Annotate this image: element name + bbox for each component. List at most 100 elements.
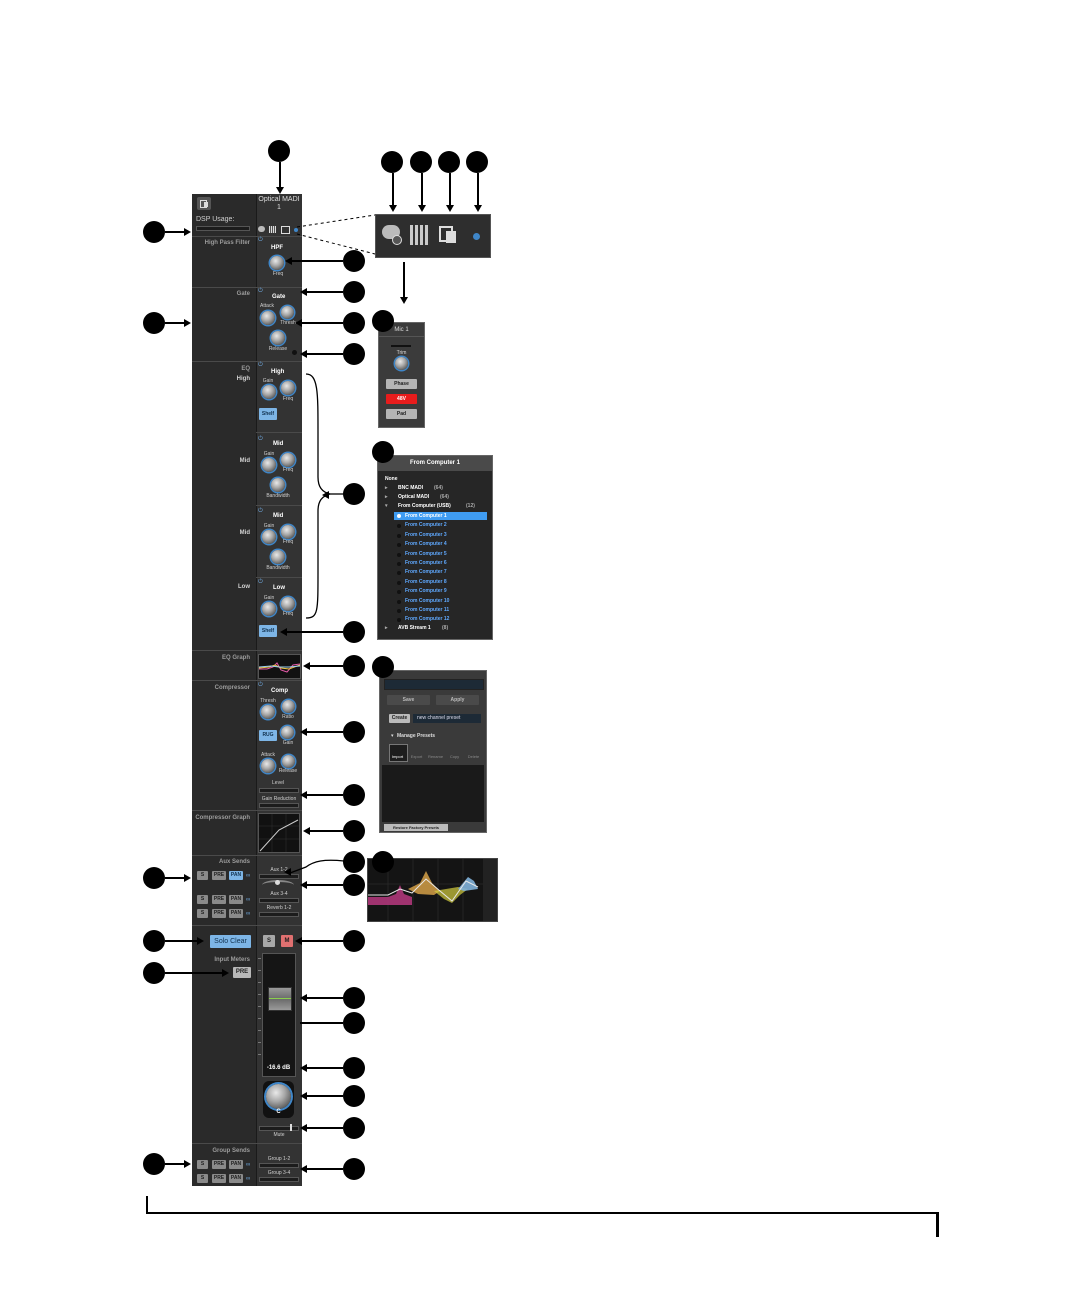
route-group-bnc-madi[interactable]: BNC MADI: [398, 485, 423, 491]
preset-rename-label[interactable]: Rename: [427, 754, 444, 759]
eq-high-freq-knob[interactable]: [281, 381, 295, 395]
routing-grid-icon[interactable]: [410, 225, 430, 245]
aux1-pan-handle[interactable]: [275, 880, 280, 885]
aux3-s-button[interactable]: S: [197, 909, 208, 918]
eq-low-freq-knob[interactable]: [281, 597, 295, 611]
route-item[interactable]: From Computer 8: [405, 578, 447, 585]
comp-attack-knob[interactable]: [261, 759, 275, 773]
manage-presets-label[interactable]: Manage Presets: [397, 733, 436, 739]
route-item-radio[interactable]: [397, 571, 401, 576]
route-item[interactable]: From Computer 4: [405, 541, 447, 548]
hpf-power-icon[interactable]: ⏻: [258, 237, 263, 243]
route-item[interactable]: From Computer 9: [405, 588, 447, 595]
group2-link-icon[interactable]: ∞: [246, 1176, 251, 1182]
route-item[interactable]: From Computer 12: [405, 616, 450, 623]
comp-release-knob[interactable]: [282, 755, 295, 768]
aux1-pre-button[interactable]: PRE: [212, 871, 226, 880]
route-item[interactable]: From Computer 11: [405, 607, 450, 613]
pad-button[interactable]: Pad: [386, 409, 417, 419]
route-group-expander-3[interactable]: ▾: [385, 503, 388, 509]
link-indicator-dot[interactable]: [473, 233, 480, 240]
routing-grid-icon[interactable]: [269, 226, 276, 233]
route-group-from-computer[interactable]: From Computer (USB): [398, 503, 451, 509]
preset-new-name-input[interactable]: new channel preset: [413, 714, 481, 723]
mute-level-bar[interactable]: [259, 1126, 299, 1131]
aux3-send-level[interactable]: [259, 912, 299, 917]
group1-link-icon[interactable]: ∞: [246, 1162, 251, 1168]
input-meters-pre-button[interactable]: PRE: [233, 967, 251, 978]
preset-import-tool[interactable]: [389, 744, 408, 762]
channel-solo-button[interactable]: S: [263, 935, 275, 947]
route-item-radio[interactable]: [397, 599, 401, 604]
route-item-radio[interactable]: [397, 524, 401, 529]
preset-name-field[interactable]: [384, 679, 484, 690]
input-icon[interactable]: [258, 226, 265, 232]
route-item[interactable]: From Computer 1: [405, 513, 447, 519]
route-item[interactable]: From Computer 6: [405, 560, 447, 566]
route-item[interactable]: From Computer 2: [405, 522, 447, 529]
solo-clear-button[interactable]: Solo Clear: [210, 935, 251, 948]
group2-pre-button[interactable]: PRE: [212, 1174, 226, 1183]
input-trim-knob[interactable]: [395, 357, 408, 370]
route-group-expander-1[interactable]: ▸: [385, 485, 388, 491]
route-none[interactable]: None: [385, 476, 398, 482]
eq-low-shelf-button[interactable]: Shelf: [259, 625, 277, 637]
compressor-graph-thumbnail[interactable]: [258, 813, 300, 853]
aux2-pre-button[interactable]: PRE: [212, 895, 226, 904]
eq-mid2-gain-knob[interactable]: [262, 530, 276, 544]
route-item-radio[interactable]: [397, 533, 401, 538]
gate-thresh-knob[interactable]: [281, 306, 294, 319]
aux1-link-icon[interactable]: ∞: [246, 873, 251, 879]
preset-create-button[interactable]: Create: [389, 714, 410, 723]
aux2-link-icon[interactable]: ∞: [246, 897, 251, 903]
aux3-link-icon[interactable]: ∞: [246, 911, 251, 917]
presets-icon[interactable]: [281, 226, 290, 234]
link-indicator-dot[interactable]: [294, 228, 298, 232]
gate-power-icon[interactable]: ⏻: [258, 288, 263, 294]
route-item-radio[interactable]: [397, 543, 401, 548]
eq-low-power-icon[interactable]: ⏻: [258, 579, 263, 585]
preset-save-button[interactable]: Save: [387, 695, 430, 705]
mute-level-handle[interactable]: [290, 1124, 292, 1131]
group1-send-level[interactable]: [259, 1163, 299, 1168]
eq-mid2-bandwidth-knob[interactable]: [271, 550, 285, 564]
group1-pre-button[interactable]: PRE: [212, 1160, 226, 1169]
eq-high-gain-knob[interactable]: [262, 385, 276, 399]
comp-thresh-knob[interactable]: [261, 705, 275, 719]
aux2-s-button[interactable]: S: [197, 895, 208, 904]
preset-apply-button[interactable]: Apply: [436, 695, 479, 705]
route-item-radio[interactable]: [397, 562, 401, 566]
group2-send-level[interactable]: [259, 1177, 299, 1182]
comp-rug-button[interactable]: RUG: [259, 730, 277, 741]
eq-mid1-bandwidth-knob[interactable]: [271, 478, 285, 492]
channel-mute-button[interactable]: M: [281, 935, 293, 947]
group2-s-button[interactable]: S: [197, 1174, 208, 1183]
eq-high-shelf-button[interactable]: Shelf: [259, 408, 277, 420]
route-item-radio[interactable]: [397, 580, 401, 585]
fader-cap[interactable]: [268, 987, 292, 1011]
preset-export-label[interactable]: Export: [410, 754, 423, 759]
comp-ratio-knob[interactable]: [282, 700, 295, 713]
aux1-pan-button[interactable]: PAN: [229, 871, 243, 880]
comp-power-icon[interactable]: ⏻: [258, 682, 263, 688]
aux3-pan-button[interactable]: PAN: [229, 909, 243, 918]
eq-high-power-icon[interactable]: ⏻: [258, 362, 263, 368]
aux1-s-button[interactable]: S: [197, 871, 208, 880]
group2-pan-button[interactable]: PAN: [229, 1174, 243, 1183]
channel-settings-icon[interactable]: [197, 197, 211, 210]
channel-name[interactable]: Optical MADI: [258, 196, 300, 203]
route-item[interactable]: From Computer 5: [405, 550, 447, 557]
group1-s-button[interactable]: S: [197, 1160, 208, 1169]
eq-mid1-power-icon[interactable]: ⏻: [258, 436, 263, 442]
gate-attack-knob[interactable]: [261, 311, 275, 325]
route-group-expander-2[interactable]: ▸: [385, 494, 388, 500]
preset-delete-label[interactable]: Delete: [467, 754, 480, 759]
manage-presets-chevron-icon[interactable]: ▾: [391, 733, 394, 739]
eq-mid2-freq-knob[interactable]: [281, 525, 295, 539]
gate-release-knob[interactable]: [271, 331, 285, 345]
route-group-avb[interactable]: AVB Stream 1: [398, 625, 431, 631]
route-item-radio[interactable]: [397, 609, 401, 613]
aux2-send-level[interactable]: [259, 898, 299, 903]
route-item[interactable]: From Computer 7: [405, 569, 447, 576]
pan-knob[interactable]: [266, 1084, 291, 1109]
